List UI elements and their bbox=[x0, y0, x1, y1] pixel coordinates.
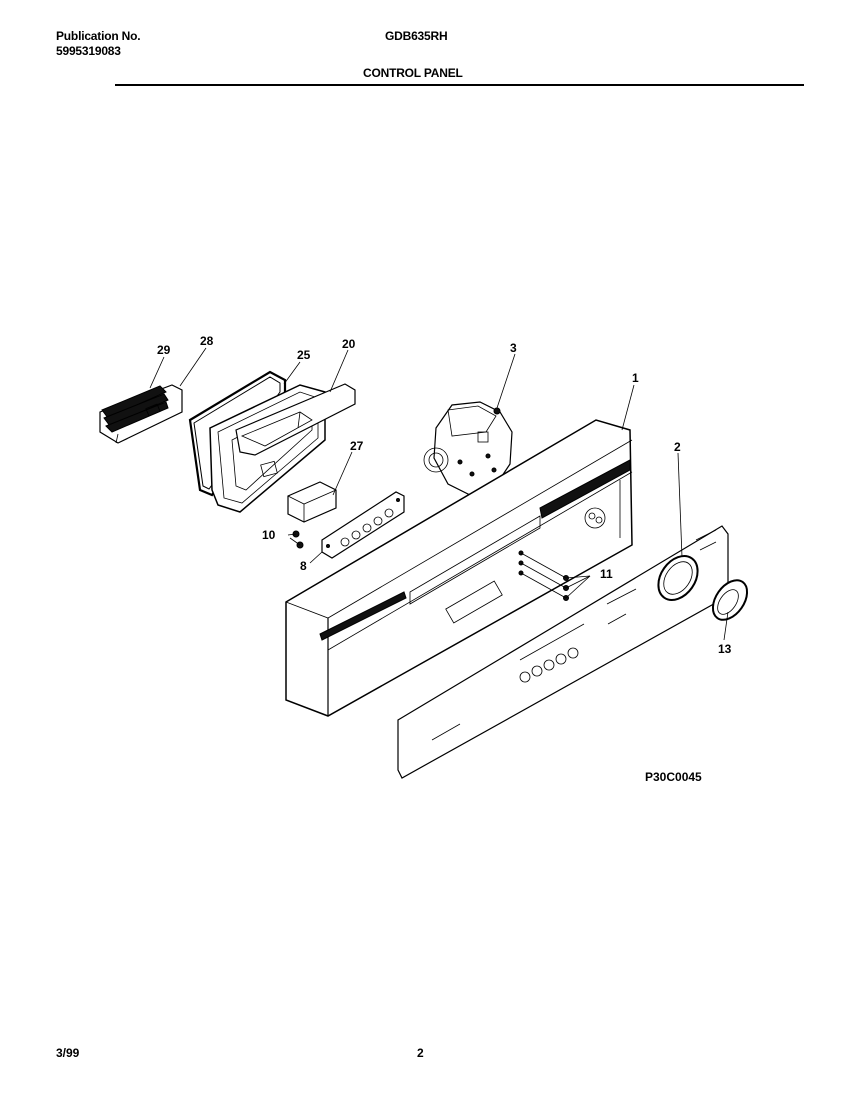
part-1-console bbox=[285, 419, 633, 717]
callout-3: 3 bbox=[510, 341, 517, 355]
callout-11: 11 bbox=[600, 567, 613, 581]
part-13-knob bbox=[711, 579, 749, 621]
part-10-screws bbox=[287, 530, 304, 549]
part-27-module bbox=[287, 481, 337, 523]
part-3-timer bbox=[423, 401, 513, 496]
callout-28: 28 bbox=[200, 334, 214, 348]
callout-labels: 29 28 25 20 3 1 27 2 10 8 11 13 bbox=[157, 334, 732, 656]
publication-number: 5995319083 bbox=[56, 44, 121, 58]
callout-8: 8 bbox=[300, 559, 307, 573]
figure-code: P30C0045 bbox=[645, 770, 702, 784]
section-title: CONTROL PANEL bbox=[363, 66, 463, 80]
part-29-trim bbox=[99, 384, 183, 444]
callout-13: 13 bbox=[718, 642, 732, 656]
header-rule bbox=[115, 84, 804, 86]
footer-date: 3/99 bbox=[56, 1046, 80, 1060]
callout-27: 27 bbox=[350, 439, 364, 453]
leader-lines bbox=[149, 347, 729, 641]
callout-29: 29 bbox=[157, 343, 171, 357]
callout-1: 1 bbox=[632, 371, 639, 385]
part-2-dial-ring bbox=[657, 555, 699, 601]
callout-25: 25 bbox=[297, 348, 311, 362]
callout-10: 10 bbox=[262, 528, 276, 542]
callout-20: 20 bbox=[342, 337, 356, 351]
model-number: GDB635RH bbox=[385, 29, 448, 43]
part-20-cover bbox=[235, 383, 356, 456]
page-number: 2 bbox=[417, 1046, 424, 1060]
callout-2: 2 bbox=[674, 440, 681, 454]
publication-label: Publication No. bbox=[56, 29, 141, 43]
